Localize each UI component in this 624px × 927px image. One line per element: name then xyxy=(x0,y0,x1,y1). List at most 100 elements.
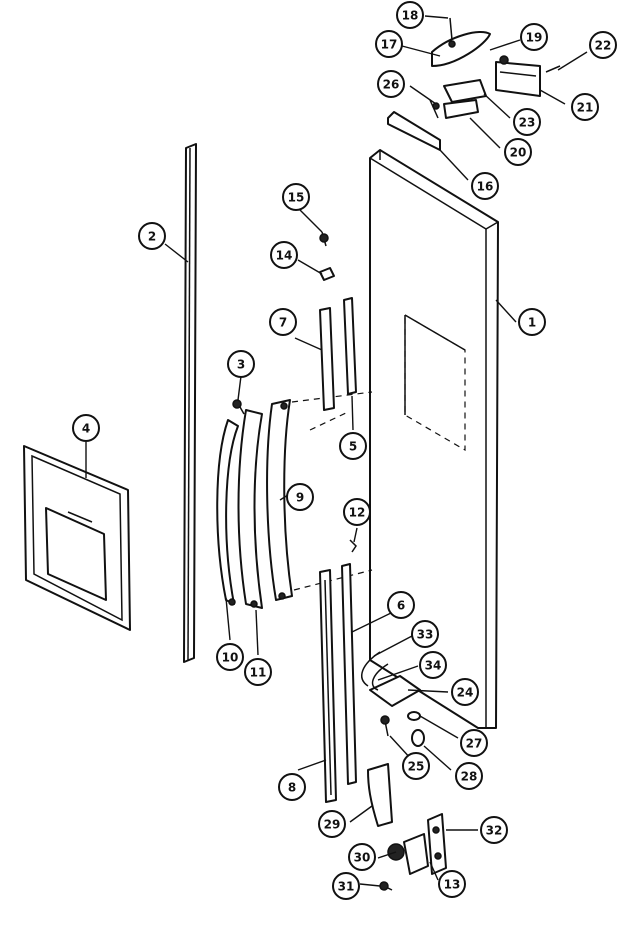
callout-circle xyxy=(377,70,405,98)
leader-lines xyxy=(85,15,588,887)
callout-6: 6 xyxy=(387,591,415,619)
callout-circle xyxy=(451,678,479,706)
callout-circle xyxy=(269,308,297,336)
callout-17: 17 xyxy=(375,30,403,58)
callout-30: 30 xyxy=(348,843,376,871)
callout-number: 12 xyxy=(349,506,366,520)
callout-number: 20 xyxy=(510,146,527,160)
callout-circle xyxy=(375,30,403,58)
callout-number: 8 xyxy=(288,781,296,795)
callout-22: 22 xyxy=(589,31,617,59)
callout-circle xyxy=(571,93,599,121)
callout-number: 30 xyxy=(354,851,371,865)
callout-circle xyxy=(504,138,532,166)
callout-circle xyxy=(339,432,367,460)
callout-number: 7 xyxy=(279,316,287,330)
callout-15: 15 xyxy=(282,183,310,211)
callout-circle xyxy=(216,643,244,671)
callout-number: 27 xyxy=(466,737,483,751)
callout-number: 5 xyxy=(349,440,357,454)
callout-number: 15 xyxy=(288,191,305,205)
callout-number: 32 xyxy=(486,824,503,838)
callout-number: 3 xyxy=(237,358,245,372)
callout-9: 9 xyxy=(286,483,314,511)
callout-circle xyxy=(402,752,430,780)
callout-number: 34 xyxy=(425,659,442,673)
callout-number: 29 xyxy=(324,818,341,832)
callout-circle xyxy=(438,870,466,898)
callout-5: 5 xyxy=(339,432,367,460)
callout-number: 19 xyxy=(526,31,543,45)
callout-layer: 1234567891011121314151617181920212223242… xyxy=(72,1,617,900)
callout-14: 14 xyxy=(270,241,298,269)
callout-circle xyxy=(278,773,306,801)
callout-circle xyxy=(589,31,617,59)
side-trim-strip xyxy=(183,143,197,663)
callout-10: 10 xyxy=(216,643,244,671)
callout-1: 1 xyxy=(518,308,546,336)
callout-26: 26 xyxy=(377,70,405,98)
callout-number: 14 xyxy=(276,249,293,263)
lower-trim-pieces xyxy=(319,563,357,803)
callout-number: 9 xyxy=(296,491,304,505)
callout-number: 23 xyxy=(519,116,536,130)
callout-circle xyxy=(282,183,310,211)
callout-20: 20 xyxy=(504,138,532,166)
callout-circle xyxy=(518,308,546,336)
callout-number: 16 xyxy=(477,180,494,194)
callout-circle xyxy=(348,843,376,871)
callout-circle xyxy=(419,651,447,679)
callout-11: 11 xyxy=(244,658,272,686)
upper-trim-pieces xyxy=(309,297,357,431)
callout-circle xyxy=(455,762,483,790)
dispenser-panel xyxy=(23,445,131,631)
callout-circle xyxy=(332,872,360,900)
callout-number: 33 xyxy=(417,628,434,642)
callout-2: 2 xyxy=(138,222,166,250)
handle-bracket xyxy=(266,391,373,601)
callout-29: 29 xyxy=(318,810,346,838)
callout-23: 23 xyxy=(513,108,541,136)
callout-circle xyxy=(411,620,439,648)
callout-circle xyxy=(460,729,488,757)
callout-circle xyxy=(318,810,346,838)
callout-number: 1 xyxy=(528,316,536,330)
callout-33: 33 xyxy=(411,620,439,648)
callout-number: 11 xyxy=(250,666,267,680)
callout-number: 18 xyxy=(402,9,419,23)
callout-31: 31 xyxy=(332,872,360,900)
callout-circle xyxy=(270,241,298,269)
callout-number: 13 xyxy=(444,878,461,892)
callout-number: 28 xyxy=(461,770,478,784)
callout-3: 3 xyxy=(227,350,255,378)
door-handle xyxy=(216,409,263,609)
callout-13: 13 xyxy=(438,870,466,898)
callout-number: 24 xyxy=(457,686,474,700)
callout-16: 16 xyxy=(471,172,499,200)
callout-28: 28 xyxy=(455,762,483,790)
callout-number: 22 xyxy=(595,39,612,53)
callout-circle xyxy=(520,23,548,51)
callout-circle xyxy=(387,591,415,619)
callout-34: 34 xyxy=(419,651,447,679)
callout-circle xyxy=(396,1,424,29)
callout-8: 8 xyxy=(278,773,306,801)
callout-32: 32 xyxy=(480,816,508,844)
callout-12: 12 xyxy=(343,498,371,526)
callout-25: 25 xyxy=(402,752,430,780)
callout-circle xyxy=(244,658,272,686)
callout-number: 25 xyxy=(408,760,425,774)
callout-circle xyxy=(471,172,499,200)
callout-number: 31 xyxy=(338,880,355,894)
callout-19: 19 xyxy=(520,23,548,51)
callout-circle xyxy=(513,108,541,136)
callout-circle xyxy=(480,816,508,844)
upper-fasteners xyxy=(232,231,357,553)
callout-4: 4 xyxy=(72,414,100,442)
callout-number: 17 xyxy=(381,38,398,52)
callout-24: 24 xyxy=(451,678,479,706)
bottom-bracket-parts xyxy=(367,763,447,891)
callout-number: 2 xyxy=(148,230,156,244)
callout-circle xyxy=(72,414,100,442)
